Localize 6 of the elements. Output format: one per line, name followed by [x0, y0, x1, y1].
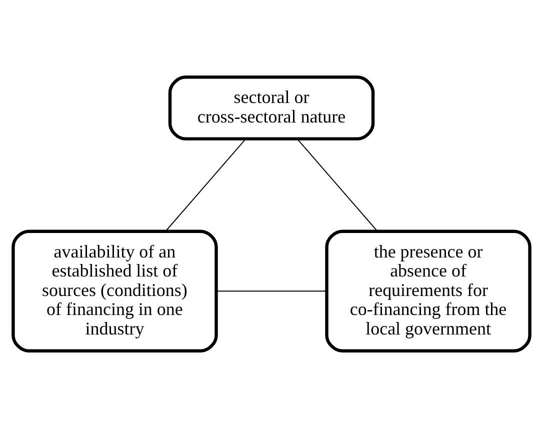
node-box: the presence or absence of requirements for co-financing from the local government	[325, 230, 532, 352]
node-box: sectoral or cross-sectoral nature	[168, 76, 375, 140]
connector	[165, 138, 246, 232]
connector	[297, 138, 378, 232]
connector	[216, 290, 326, 292]
node-box: availability of an established list of sources (conditions) of financing in one industry	[12, 230, 218, 352]
